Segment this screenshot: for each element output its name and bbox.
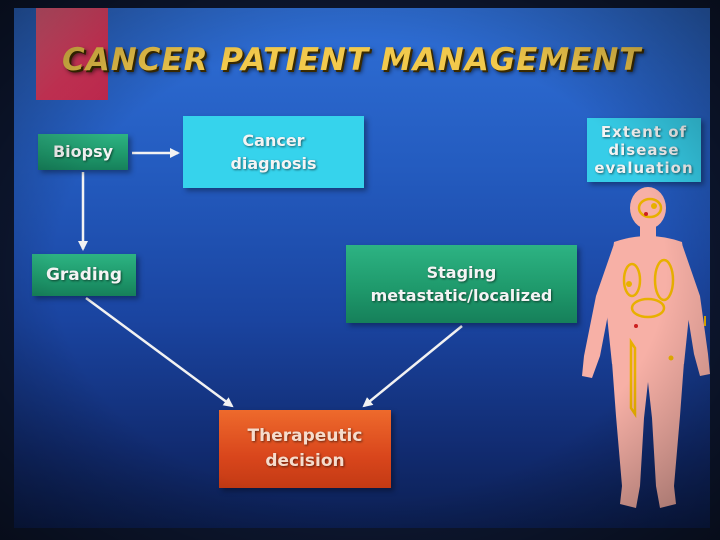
arrow-staging-to-decision xyxy=(362,325,463,408)
extent-line3: evaluation xyxy=(594,159,694,177)
therapeutic-line1: Therapeutic xyxy=(247,426,363,447)
biopsy-box: Biopsy xyxy=(38,134,128,170)
accent-block xyxy=(36,8,108,100)
staging-line2: metastatic/localized xyxy=(370,286,553,305)
slide: CANCER PATIENT MANAGEMENT Biopsy Cancer … xyxy=(14,8,710,528)
biopsy-label: Biopsy xyxy=(52,142,114,162)
extent-line1: Extent of xyxy=(600,123,688,141)
grading-box: Grading xyxy=(32,254,136,296)
therapeutic-line2: decision xyxy=(265,451,345,471)
therapeutic-decision-box: Therapeutic decision xyxy=(219,410,391,488)
staging-box: Staging metastatic/localized xyxy=(346,245,577,323)
cancer-diagnosis-line1: Cancer xyxy=(242,130,305,150)
cancer-diagnosis-line2: diagnosis xyxy=(230,154,317,173)
extent-of-disease-box: Extent of disease evaluation xyxy=(587,118,701,182)
grading-label: Grading xyxy=(45,264,123,285)
human-body-figure-icon xyxy=(582,187,710,508)
slide-title: CANCER PATIENT MANAGEMENT xyxy=(62,42,642,78)
extent-line2: disease xyxy=(608,141,680,159)
cancer-diagnosis-box: Cancer diagnosis xyxy=(183,116,364,188)
staging-line1: Staging xyxy=(426,262,497,282)
arrow-grading-to-decision xyxy=(85,296,234,408)
flow-arrows xyxy=(78,148,463,408)
